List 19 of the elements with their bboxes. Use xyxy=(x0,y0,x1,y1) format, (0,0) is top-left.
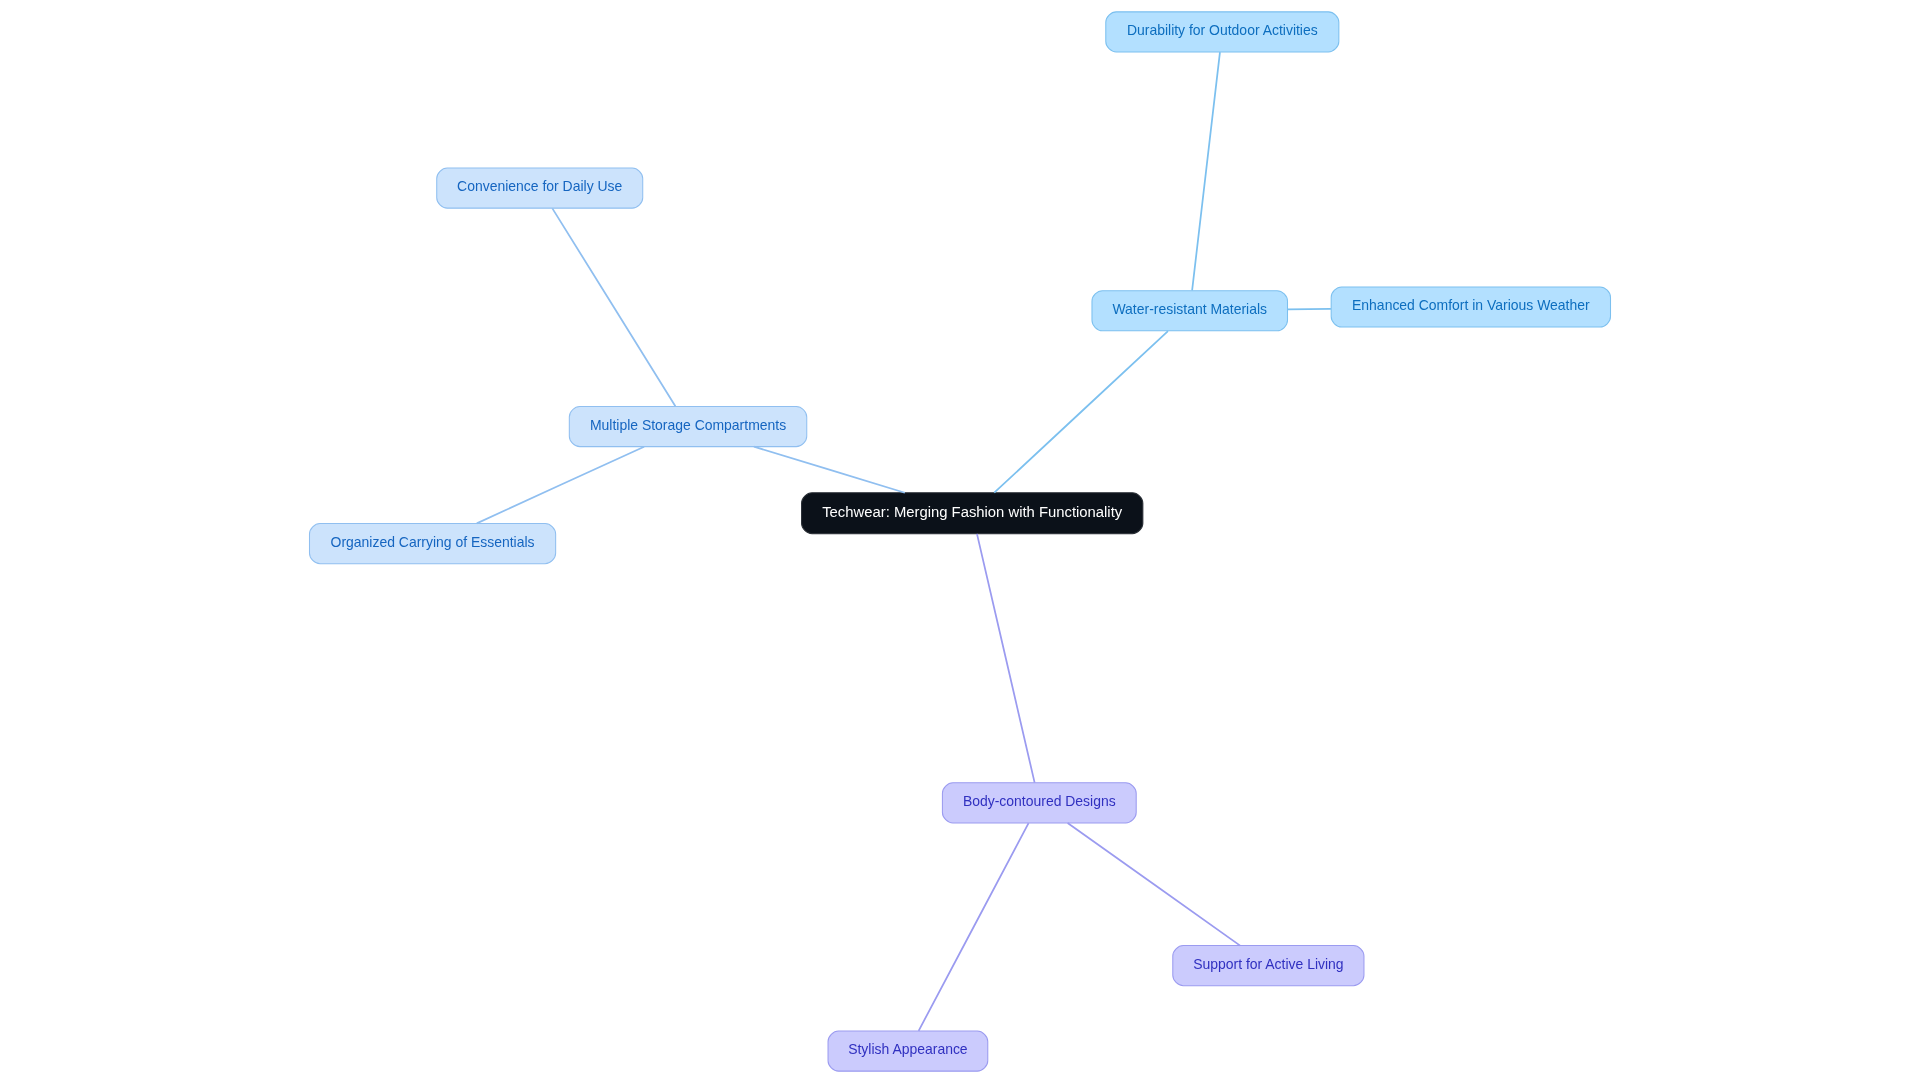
node-box: Stylish Appearance xyxy=(827,1030,989,1072)
connector xyxy=(917,822,1030,1032)
node-box: Multiple Storage Compartments xyxy=(568,405,808,448)
node-box: Convenience for Daily Use xyxy=(436,167,644,209)
connector xyxy=(993,330,1169,494)
node-box: Techwear: Merging Fashion with Functionality xyxy=(801,492,1144,535)
connector xyxy=(753,445,906,494)
connector xyxy=(475,445,645,525)
node-box: Enhanced Comfort in Various Weather xyxy=(1330,286,1612,328)
connector xyxy=(1286,308,1332,311)
node-box: Body-contoured Designs xyxy=(941,782,1137,824)
connector xyxy=(1191,51,1221,292)
node-box: Durability for Outdoor Activities xyxy=(1105,11,1340,53)
node-box: Water-resistant Materials xyxy=(1091,290,1289,332)
node-box: Organized Carrying of Essentials xyxy=(308,523,557,565)
connector xyxy=(976,532,1036,784)
connector xyxy=(551,207,677,408)
connector xyxy=(1066,822,1241,947)
node-box: Support for Active Living xyxy=(1172,945,1365,987)
